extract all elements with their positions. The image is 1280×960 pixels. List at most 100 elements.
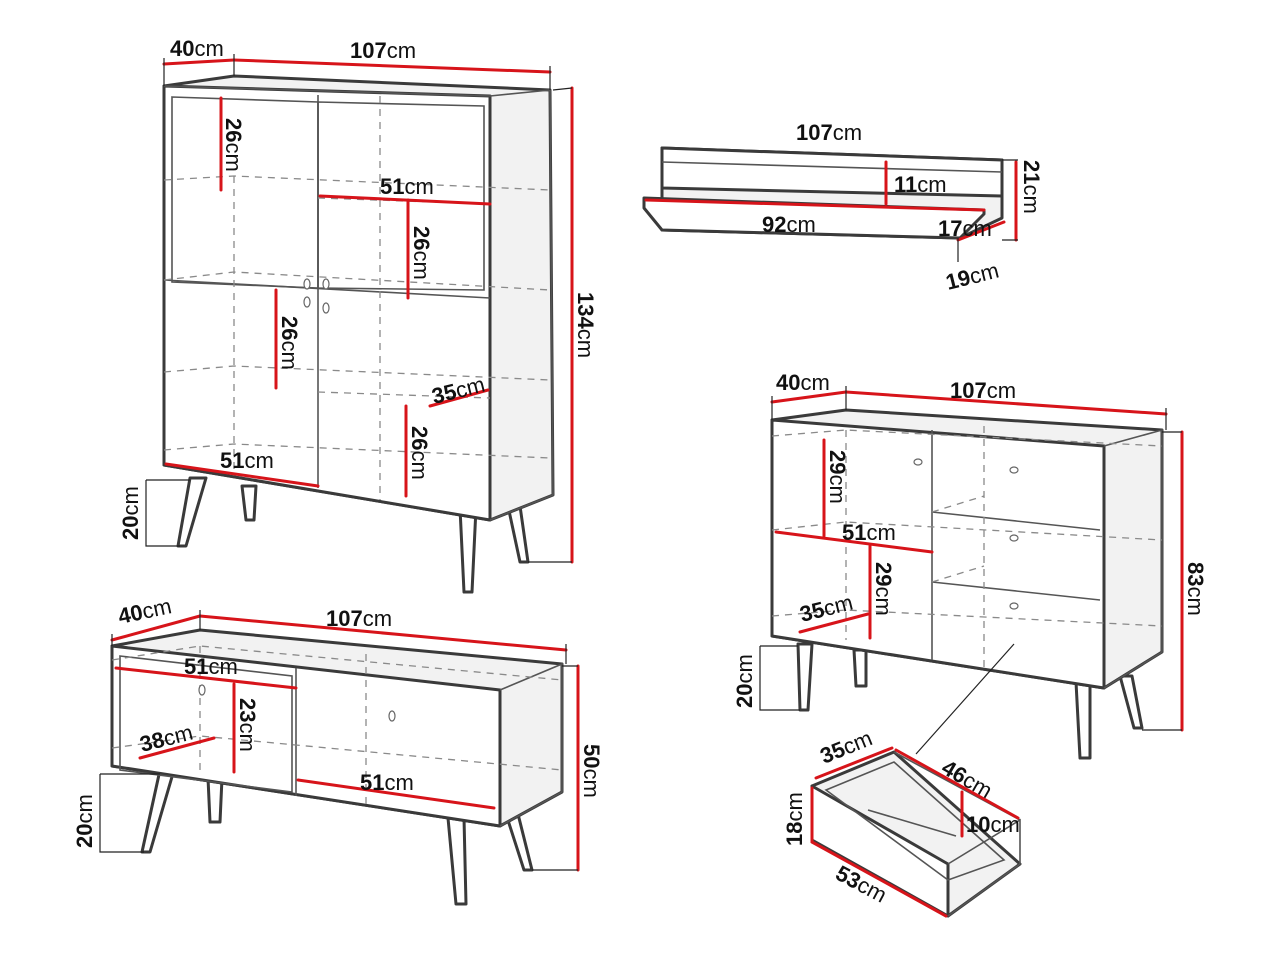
tv-stand-leg [206,776,224,824]
unit-label: cm [404,174,433,199]
unit-label: cm [1019,184,1044,213]
svg-text:18cm: 18cm [782,792,807,846]
unit-label: cm [208,654,237,679]
tv-stand-depth-line [110,614,202,642]
highboard-leg [458,506,478,594]
tv-stand-inner-depth-label: 38 [137,727,167,757]
tv-stand-leg [140,768,176,854]
unit-label: cm [990,812,1019,837]
unit-label: cm [800,370,829,395]
unit-label: cm [967,258,1002,289]
highboard-inner-width-label: 51 [220,448,244,473]
svg-text:26cm: 26cm [221,118,246,172]
sideboard-front [770,418,1106,690]
highboard-side [489,89,554,521]
tv-stand-leg [504,812,534,872]
unit-label: cm [782,792,807,821]
unit-label: cm [407,450,432,479]
svg-text:40cm: 40cm [116,593,174,629]
sideboard-leg [796,642,814,712]
svg-text:29cm: 29cm [825,450,850,504]
unit-label: cm [235,722,260,751]
wall-shelf-inner-height-label: 11 [894,172,917,197]
highboard-inner-width-line [164,462,320,488]
unit-label: cm [221,142,246,171]
highboard-shelf-label: 26 [407,426,432,450]
tv-stand-inner-height-label: 23 [235,698,260,722]
svg-text:51cm: 51cm [842,520,896,545]
highboard-leg [176,476,208,548]
svg-text:19cm: 19cm [943,258,1001,295]
sideboard-leg [852,648,868,688]
drawer-depth-line [814,746,894,780]
highboard-inner-width-label: 51 [380,174,404,199]
svg-text:11cm: 11cm [894,172,947,197]
sideboard-knob [1009,602,1019,610]
highboard-depth-line [162,58,236,66]
highboard-knob [303,278,311,290]
sideboard-leg [1074,680,1092,760]
sideboard-width-label: 107 [950,378,987,403]
highboard-width-line [232,58,552,74]
svg-text:26cm: 26cm [409,226,434,280]
drawer-width-line [894,748,1020,820]
tv-stand-width-label: 107 [326,606,363,631]
tv-stand-leg [446,816,468,906]
svg-text:20cm: 20cm [732,654,757,708]
unit-label: cm [573,329,598,358]
drawer-bottom-width-line [810,840,948,918]
highboard: 40cm 107cm 26cm 51cm 26cm 26cm 35cm 26cm… [118,36,598,594]
drawer-inner [824,761,1006,881]
tv-stand-inner-depth-line [138,736,216,760]
svg-text:107cm: 107cm [950,378,1016,403]
svg-text:134cm: 134cm [573,292,598,358]
sideboard-shelf-label: 29 [871,562,896,586]
unit-label: cm [140,593,174,624]
sideboard-inner-width-line [774,530,934,554]
highboard-leg [506,504,530,564]
unit-label: cm [409,250,434,279]
svg-text:20cm: 20cm [118,486,143,540]
svg-text:51cm: 51cm [360,770,414,795]
svg-text:107cm: 107cm [796,120,862,145]
unit-label: cm [384,770,413,795]
svg-text:51cm: 51cm [380,174,434,199]
unit-label: cm [194,36,223,61]
sideboard-knob [913,458,923,466]
svg-text:26cm: 26cm [277,316,302,370]
unit-label: cm [118,486,143,515]
tv-stand: 40cm 107cm 51cm 23cm 38cm 51cm 50cm 20cm [72,593,604,906]
unit-label: cm [962,216,991,241]
highboard-width-label: 107 [350,38,387,63]
tv-stand-width-line [198,614,568,652]
wall-shelf-front [660,146,1004,198]
sideboard-inner-width-label: 51 [842,520,866,545]
svg-text:29cm: 29cm [871,562,896,616]
svg-text:92cm: 92cm [762,212,816,237]
sideboard-inner-depth-line [798,612,870,634]
sideboard-knob [1009,534,1019,542]
svg-text:40cm: 40cm [170,36,224,61]
unit-label: cm [363,606,392,631]
svg-text:35cm: 35cm [429,372,487,409]
sideboard-width-line [844,390,1168,416]
unit-label: cm [825,474,850,503]
sideboard-knob [1009,466,1019,474]
unit-label: cm [833,120,862,145]
unit-label: cm [579,768,604,797]
tv-stand-height-label: 50 [579,744,604,768]
unit-label: cm [871,586,896,615]
wall-shelf-depth-label: 19 [943,265,973,295]
highboard-shelf-label: 26 [277,316,302,340]
svg-text:107cm: 107cm [350,38,416,63]
drawer: 35cm 46cm 10cm 18cm 53cm [782,725,1022,918]
tv-stand-depth-label: 40 [116,599,145,629]
highboard-shelf-label: 26 [409,226,434,250]
unit-label: cm [786,212,815,237]
tv-stand-interior [111,645,563,810]
svg-text:50cm: 50cm [579,744,604,798]
unit-label: cm [72,794,97,823]
unit-label: cm [987,378,1016,403]
svg-text:20cm: 20cm [72,794,97,848]
